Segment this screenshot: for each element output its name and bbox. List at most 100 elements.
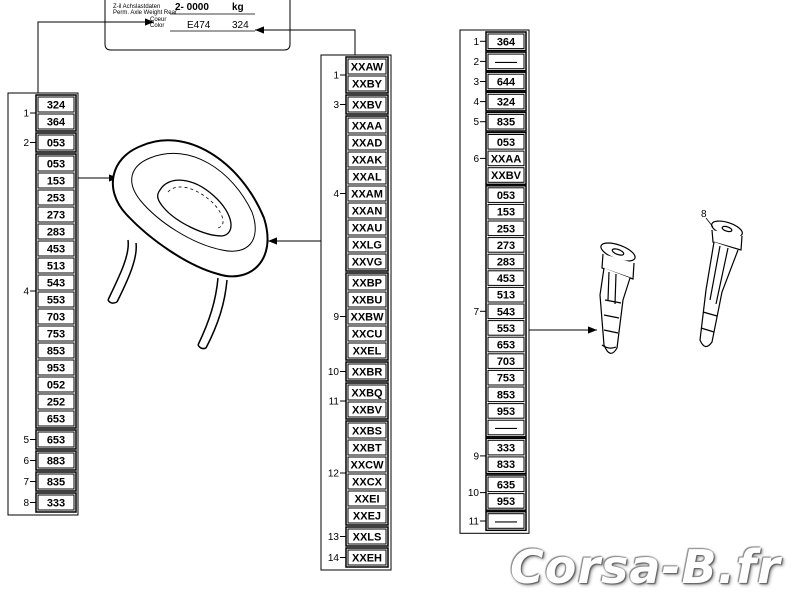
callout-number: 2 (473, 57, 479, 68)
code-value: 753 (497, 373, 515, 385)
code-value: XXAD (352, 138, 383, 150)
code-cell (487, 320, 525, 336)
code-value: 253 (497, 223, 515, 235)
code-cell (487, 203, 525, 220)
code-cell (487, 493, 525, 509)
code-value: 883 (47, 456, 65, 468)
code-cell (37, 325, 75, 342)
code-value: 273 (497, 240, 515, 252)
code-value: XXCU (352, 329, 383, 341)
left-code-column: 3243641053205315325327328345351354355370… (7, 92, 79, 516)
code-value: XXAM (351, 189, 383, 201)
label-card-line1: Z-il Achslastdaten (113, 4, 160, 10)
code-cell (37, 473, 75, 490)
callout-number: 5 (23, 435, 29, 446)
code-value: 543 (497, 306, 515, 318)
code-cell (487, 134, 525, 150)
callout-number: 9 (333, 312, 339, 323)
code-value: 364 (47, 117, 66, 129)
code-value: 252 (47, 397, 65, 409)
callout-number: 4 (473, 97, 479, 108)
code-value: XXBW (351, 312, 385, 324)
code-value: 513 (497, 290, 515, 302)
code-cell (347, 253, 387, 270)
column-frame (7, 92, 79, 516)
code-cell (37, 257, 75, 274)
code-value: 453 (497, 273, 515, 285)
callout-number: 5 (473, 117, 479, 128)
code-value: 324 (497, 97, 516, 109)
code-value: 283 (497, 257, 515, 269)
code-value: XXAA (352, 121, 383, 133)
middle-code-column: XXAWXXBY1XXBV3XXAAXXADXXAKXXALXXAMXXANXX… (320, 54, 392, 571)
code-cell (37, 113, 75, 130)
callout-number: 3 (333, 100, 339, 111)
code-value: XXBQ (351, 388, 383, 400)
code-value: XXCW (351, 460, 385, 472)
code-cell (37, 134, 75, 151)
code-value: XXAL (352, 172, 382, 184)
code-cell (347, 236, 387, 253)
code-cell (487, 113, 525, 130)
code-cell (347, 363, 387, 380)
code-cell (487, 353, 525, 369)
code-cell (37, 96, 75, 113)
code-cell (487, 187, 525, 203)
code-cell (347, 219, 387, 236)
code-cell (347, 401, 387, 418)
code-cell (347, 384, 387, 401)
guide-sleeve-drawing (599, 242, 636, 354)
code-value: 635 (497, 479, 515, 491)
right-code-column: 3641——2644332448355053XXAAXXBV6053153253… (459, 29, 530, 534)
code-value: 553 (47, 295, 65, 307)
code-cell (347, 151, 387, 168)
callout-number: 1 (473, 37, 479, 48)
code-cell (487, 456, 525, 472)
code-value: XXAU (352, 223, 383, 235)
code-value: XXBV (352, 405, 383, 417)
code-group: 0531532532732834535135435537037538539530… (23, 153, 77, 429)
code-cell (37, 291, 75, 308)
code-value: XXLS (353, 532, 382, 544)
code-cell (487, 53, 525, 70)
code-value: 333 (47, 498, 65, 510)
code-value: 953 (47, 363, 65, 375)
code-value: 644 (497, 77, 516, 89)
callout-number: 6 (23, 456, 29, 467)
callout-number: 7 (473, 307, 479, 318)
code-cell (37, 393, 75, 410)
code-cell (487, 286, 525, 303)
code-value: XXVG (352, 257, 383, 269)
code-cell (37, 172, 75, 189)
code-cell (37, 494, 75, 511)
code-cell (347, 507, 387, 524)
code-cell (487, 336, 525, 353)
code-cell (347, 168, 387, 185)
code-cell (487, 167, 525, 183)
code-group: ——2 (473, 51, 527, 72)
code-value: 453 (47, 244, 65, 256)
code-cell (487, 476, 525, 493)
code-value: 253 (47, 193, 65, 205)
code-value: XXAK (352, 155, 383, 167)
code-value: XXAA (491, 153, 522, 165)
code-value: 333 (497, 443, 515, 455)
label-card: Z-il Achslastdaten Perm. Axle Weight Rea… (104, 0, 291, 51)
code-cell (347, 456, 387, 473)
callout-number: 4 (333, 189, 339, 200)
code-group: 883 6 (23, 450, 77, 471)
code-cell (347, 325, 387, 342)
label-card-code-left: E474 (187, 20, 211, 31)
code-cell (37, 274, 75, 291)
code-value: 703 (497, 356, 515, 368)
code-value: XXAN (352, 206, 383, 218)
